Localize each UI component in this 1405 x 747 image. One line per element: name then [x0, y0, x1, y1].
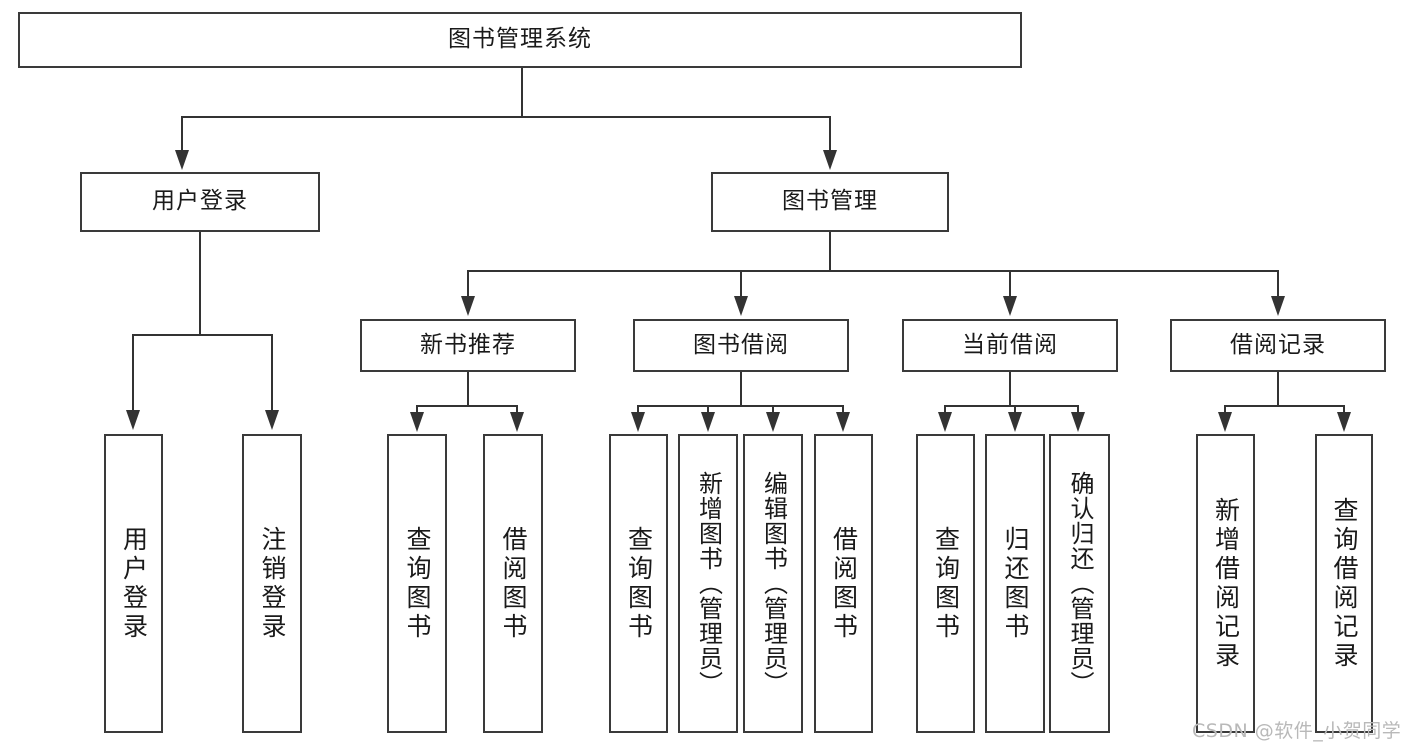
arrowhead-bb-borrow-book [836, 412, 850, 432]
leaf-user-login[interactable]: 用户登录 [104, 434, 163, 733]
arrowhead-br-query-record [1337, 412, 1351, 432]
arrowhead-br-add-record [1218, 412, 1232, 432]
leaf-label: 确认归还（管理员） [1065, 471, 1094, 696]
arrowhead-user-login [175, 150, 189, 170]
connector-bm-to-current-borrow [1009, 270, 1011, 298]
leaf-label: 借阅图书 [499, 525, 528, 642]
arrowhead-bb-add-book [701, 412, 715, 432]
leaf-label: 查询图书 [403, 525, 432, 642]
leaf-cb-return-book[interactable]: 归还图书 [985, 434, 1045, 733]
leaf-nb-borrow-book[interactable]: 借阅图书 [483, 434, 543, 733]
arrowhead-leaf-user-login [126, 410, 140, 430]
connector-current-borrow-bar [945, 405, 1079, 407]
connector-br-child1 [1224, 405, 1226, 414]
arrowhead-current-borrow [1003, 296, 1017, 316]
leaf-cb-query-book[interactable]: 查询图书 [916, 434, 975, 733]
leaf-bb-edit-book[interactable]: 编辑图书（管理员） [743, 434, 803, 733]
connector-book-borrow-stem [740, 372, 742, 406]
arrowhead-borrow-record [1271, 296, 1285, 316]
connector-br-child2 [1343, 405, 1345, 414]
arrowhead-book-borrow [734, 296, 748, 316]
node-user-login[interactable]: 用户登录 [80, 172, 320, 232]
leaf-label: 新增借阅记录 [1211, 496, 1241, 671]
connector-bb-child1 [637, 405, 639, 414]
connector-book-borrow-bar [638, 405, 844, 407]
connector-root-to-user-login [181, 116, 183, 154]
connector-bm-to-new-book [467, 270, 469, 298]
connector-user-login-child1 [132, 334, 134, 412]
arrowhead-bb-query-book [631, 412, 645, 432]
connector-bm-to-borrow-record [1277, 270, 1279, 298]
connector-cb-child2 [1014, 405, 1016, 414]
leaf-br-query-record[interactable]: 查询借阅记录 [1315, 434, 1373, 733]
connector-bb-child2 [707, 405, 709, 414]
connector-user-login-child2 [271, 334, 273, 412]
connector-new-book-stem [467, 372, 469, 406]
connector-nb-child2 [516, 405, 518, 414]
arrowhead-nb-query-book [410, 412, 424, 432]
connector-bb-child4 [842, 405, 844, 414]
leaf-logout[interactable]: 注销登录 [242, 434, 302, 733]
leaf-cb-confirm-return[interactable]: 确认归还（管理员） [1049, 434, 1110, 733]
connector-nb-child1 [416, 405, 418, 414]
arrowhead-nb-borrow-book [510, 412, 524, 432]
node-root-book-management-system[interactable]: 图书管理系统 [18, 12, 1022, 68]
leaf-label: 注销登录 [258, 525, 287, 642]
leaf-bb-add-book[interactable]: 新增图书（管理员） [678, 434, 738, 733]
leaf-nb-query-book[interactable]: 查询图书 [387, 434, 447, 733]
connector-user-login-bar [133, 334, 272, 336]
node-new-book-recommend[interactable]: 新书推荐 [360, 319, 576, 372]
connector-bb-child3 [772, 405, 774, 414]
connector-cb-child1 [944, 405, 946, 414]
arrowhead-cb-return-book [1008, 412, 1022, 432]
leaf-label: 新增图书（管理员） [694, 471, 723, 696]
connector-book-management-stem [829, 232, 831, 271]
node-borrow-record[interactable]: 借阅记录 [1170, 319, 1386, 372]
leaf-bb-query-book[interactable]: 查询图书 [609, 434, 668, 733]
arrowhead-cb-query-book [938, 412, 952, 432]
node-current-borrow[interactable]: 当前借阅 [902, 319, 1118, 372]
connector-root-stem [521, 68, 523, 117]
leaf-label: 查询借阅记录 [1330, 496, 1359, 671]
connector-borrow-record-bar [1225, 405, 1345, 407]
arrowhead-cb-confirm-return [1071, 412, 1085, 432]
connector-borrow-record-stem [1277, 372, 1279, 406]
node-book-borrow[interactable]: 图书借阅 [633, 319, 849, 372]
leaf-label: 查询图书 [624, 525, 654, 642]
connector-root-bar [182, 116, 831, 118]
connector-book-management-bar [468, 270, 1279, 272]
node-book-management[interactable]: 图书管理 [711, 172, 949, 232]
connector-cb-child3 [1077, 405, 1079, 414]
arrowhead-new-book-recommend [461, 296, 475, 316]
leaf-label: 查询图书 [931, 525, 961, 642]
arrowhead-leaf-logout [265, 410, 279, 430]
connector-current-borrow-stem [1009, 372, 1011, 406]
connector-user-login-stem [199, 232, 201, 335]
arrowhead-book-management [823, 150, 837, 170]
connector-bm-to-book-borrow [740, 270, 742, 298]
leaf-label: 编辑图书（管理员） [759, 471, 788, 696]
leaf-br-add-record[interactable]: 新增借阅记录 [1196, 434, 1255, 733]
leaf-label: 用户登录 [119, 525, 149, 642]
connector-new-book-bar [417, 405, 518, 407]
leaf-label: 归还图书 [1001, 525, 1030, 642]
arrowhead-bb-edit-book [766, 412, 780, 432]
leaf-label: 借阅图书 [829, 525, 859, 642]
leaf-bb-borrow-book[interactable]: 借阅图书 [814, 434, 873, 733]
connector-root-to-book-management [829, 116, 831, 154]
